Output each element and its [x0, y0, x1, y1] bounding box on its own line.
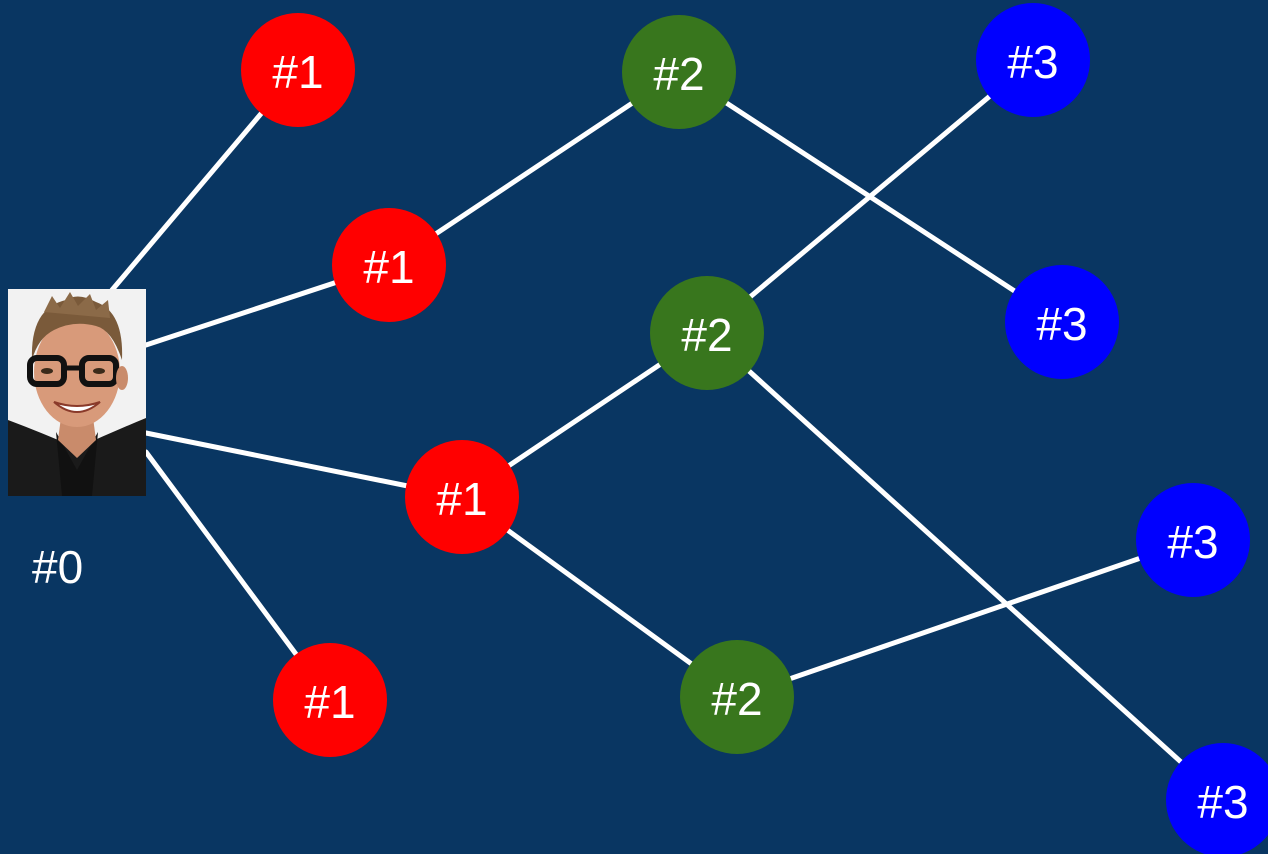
node-degree-3: #3 [1166, 743, 1268, 854]
node-degree-2: #2 [650, 276, 764, 390]
node-label: #3 [1167, 516, 1218, 568]
node-degree-3: #3 [1005, 265, 1119, 379]
node-circle [1005, 265, 1119, 379]
node-label: #3 [1007, 36, 1058, 88]
node-degree-2: #2 [622, 15, 736, 129]
node-circle [1166, 743, 1268, 854]
edge-n2c-n3c [734, 537, 1196, 700]
node-circle [680, 640, 794, 754]
node-label: #2 [711, 673, 762, 725]
root-label: #0 [32, 541, 83, 593]
edge-n1b-n2a [386, 69, 682, 268]
node-label: #2 [681, 309, 732, 361]
node-circle [650, 276, 764, 390]
node-label: #1 [272, 46, 323, 98]
node-circle [273, 643, 387, 757]
nodes-layer: #1 #1 #1 #1 #2 #2 #2 #3 #3 #3 #3 [241, 3, 1268, 854]
node-label: #3 [1036, 298, 1087, 350]
node-degree-3: #3 [1136, 483, 1250, 597]
node-circle [241, 13, 355, 127]
node-degree-2: #2 [680, 640, 794, 754]
node-circle [976, 3, 1090, 117]
node-degree-3: #3 [976, 3, 1090, 117]
node-label: #1 [363, 241, 414, 293]
node-circle [1136, 483, 1250, 597]
node-circle [405, 440, 519, 554]
edge-n2b-n3d [704, 330, 1226, 803]
node-circle [332, 208, 446, 322]
node-degree-1: #1 [332, 208, 446, 322]
node-label: #2 [653, 48, 704, 100]
node-label: #1 [436, 473, 487, 525]
node-degree-1: #1 [273, 643, 387, 757]
node-degree-1: #1 [405, 440, 519, 554]
node-circle [622, 15, 736, 129]
root-portrait-photo [8, 289, 146, 496]
node-degree-1: #1 [241, 13, 355, 127]
edge-n2b-n3a [704, 57, 1036, 336]
node-label: #1 [304, 676, 355, 728]
node-label: #3 [1197, 776, 1248, 828]
